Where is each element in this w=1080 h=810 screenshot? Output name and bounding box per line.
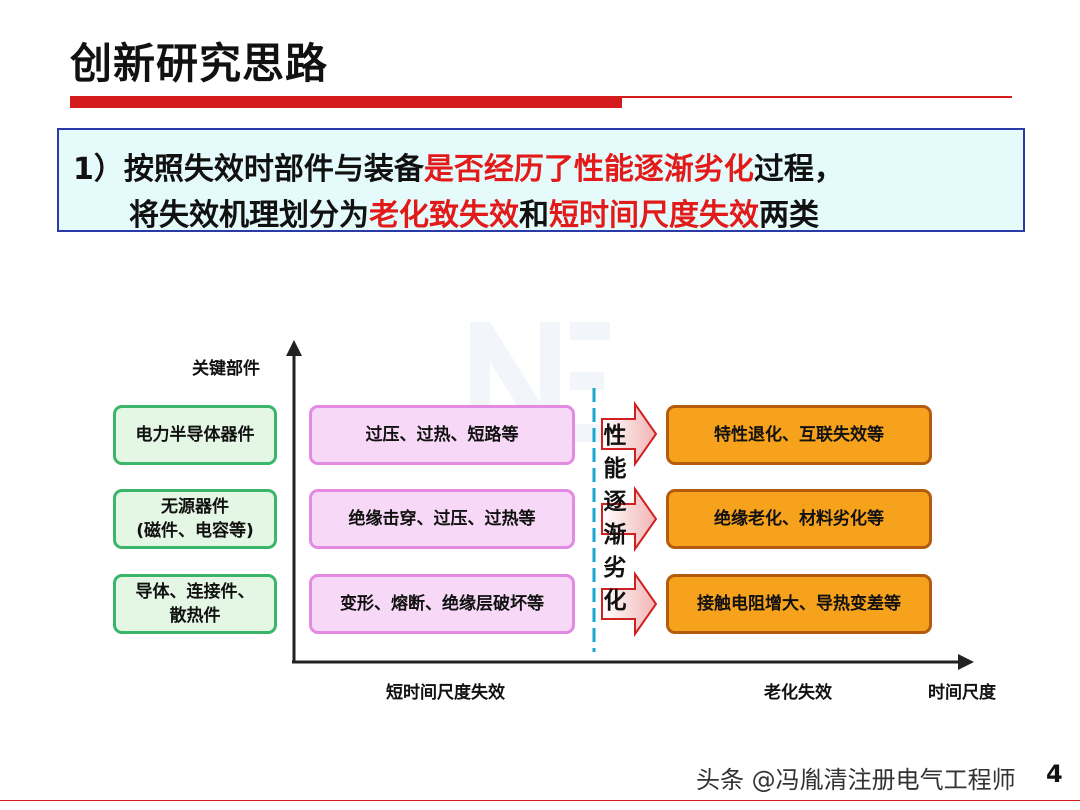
x-axis-arrowhead: [958, 654, 974, 670]
title-underline-thin: [622, 96, 1012, 98]
slide-title: 创新研究思路: [70, 39, 329, 88]
component-passive-devices: 无源器件 (磁件、电容等): [113, 489, 277, 549]
short-term-failure-box: 绝缘击穿、过压、过热等: [309, 489, 575, 549]
statement-line-1: 1）按照失效时部件与装备是否经历了性能逐渐劣化过程，: [73, 144, 844, 188]
degradation-arrow: [601, 570, 658, 638]
statement-text: 过程，: [753, 152, 844, 187]
statement-line-2: 将失效机理划分为老化致失效和短时间尺度失效两类: [129, 190, 819, 234]
short-term-region-label: 短时间尺度失效: [386, 683, 505, 703]
statement-box: 1）按照失效时部件与装备是否经历了性能逐渐劣化过程， 将失效机理划分为老化致失效…: [57, 128, 1025, 234]
page-number: 4: [1046, 760, 1063, 788]
component-conductors: 导体、连接件、散热件: [113, 574, 277, 634]
statement-text: 将失效机理划分为: [129, 198, 369, 233]
statement-text: 1）按照失效时部件与装备: [73, 152, 424, 187]
component-label: 电力半导体器件: [135, 425, 255, 445]
statement-highlight: 老化致失效: [369, 198, 519, 233]
component-label: 散热件: [169, 606, 221, 626]
aging-failure-box: 接触电阻增大、导热变差等: [666, 574, 932, 634]
aging-failure-box: 绝缘老化、材料劣化等: [666, 489, 932, 549]
footer-attribution: 头条 @冯胤清注册电气工程师: [696, 766, 1016, 794]
degradation-arrow: [601, 485, 658, 553]
short-term-failure-box: 变形、熔断、绝缘层破坏等: [309, 574, 575, 634]
component-label: 导体、连接件、: [135, 582, 255, 602]
statement-highlight: 短时间尺度失效: [549, 198, 759, 233]
aging-region-label: 老化失效: [764, 683, 832, 703]
aging-failure-box: 特性退化、互联失效等: [666, 405, 932, 465]
y-axis-label: 关键部件: [192, 359, 260, 379]
short-term-failure-box: 过压、过热、短路等: [309, 405, 575, 465]
statement-text: 和: [519, 198, 549, 233]
x-axis-label: 时间尺度: [928, 683, 996, 703]
component-label: 无源器件: [160, 497, 229, 517]
degradation-vertical-label: 性能逐渐劣化: [603, 423, 627, 614]
statement-text: 两类: [759, 198, 819, 233]
statement-highlight: 是否经历了性能逐渐劣化: [423, 152, 754, 187]
component-power-semiconductor: 电力半导体器件: [113, 405, 277, 465]
degradation-arrow: [601, 400, 658, 468]
footer-rule: [0, 800, 1080, 801]
component-label: (磁件、电容等): [136, 521, 254, 541]
title-underline-thick: [70, 96, 622, 108]
y-axis-arrowhead: [286, 340, 302, 356]
